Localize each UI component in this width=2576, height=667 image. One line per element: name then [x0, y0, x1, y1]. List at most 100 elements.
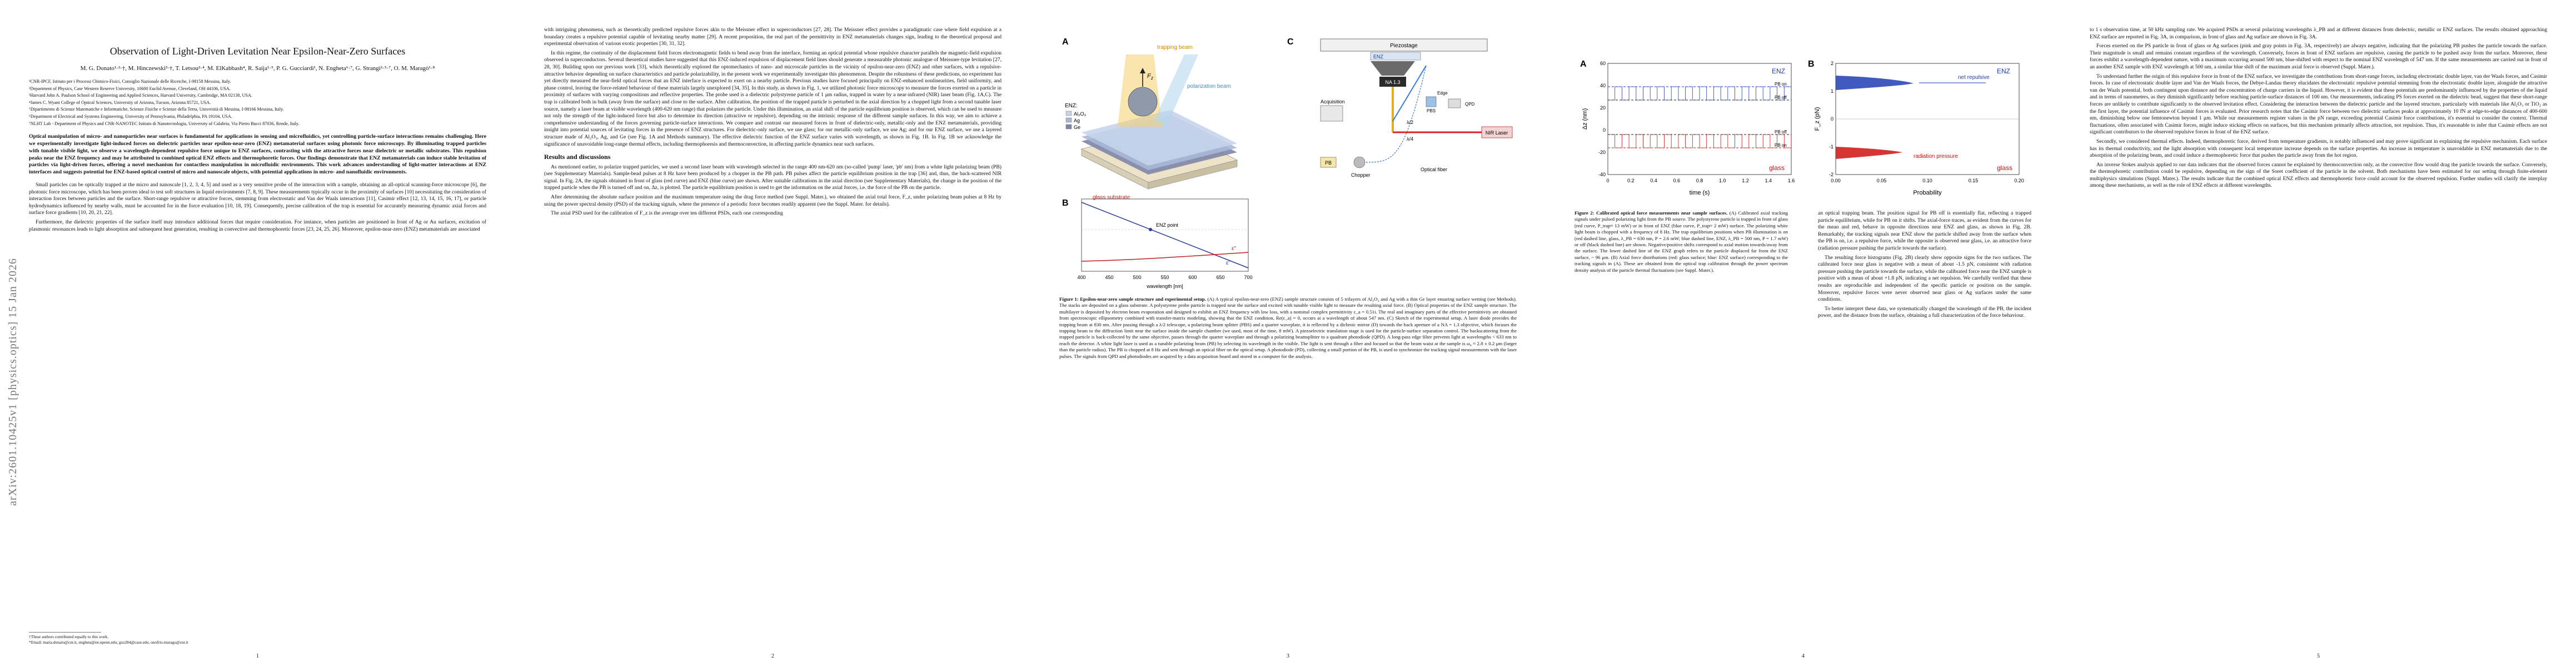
- page-number: 3: [1287, 653, 1289, 659]
- fig2b-xtick-label: 0.20: [2014, 178, 2024, 183]
- figure-2-caption-title: Figure 2: Calibrated optical force measu…: [1575, 210, 1728, 216]
- fig1b-xtick-label: 650: [1216, 275, 1224, 280]
- figure-2-caption: Figure 2: Calibrated optical force measu…: [1575, 210, 1788, 273]
- qpd-label: QPD: [1465, 102, 1475, 107]
- affiliation-item: ²Department of Physics, Case Western Res…: [29, 86, 231, 91]
- affiliation-item: ¹CNR-IPCF, Istituto per i Processi Chimi…: [29, 79, 231, 84]
- objective-na-label: NA 1.3: [1385, 79, 1400, 85]
- legend-swatch-ag: [1065, 117, 1072, 123]
- pb-off-label-enz: PB off: [1775, 95, 1787, 100]
- fig2b-xlabel: Probability: [1913, 190, 1942, 196]
- fig2a-ytick-label: -20: [1598, 150, 1606, 155]
- affiliation-item: ⁶Department of Electrical and Systems En…: [29, 113, 232, 119]
- eps-imag-label: ε'': [1232, 246, 1236, 252]
- glass-substrate-label: glass substrate: [1093, 195, 1130, 201]
- fig2a-ytick-label: 40: [1600, 83, 1606, 88]
- fig2b-ylabel: F_z (pN): [1814, 107, 1821, 131]
- fig2a-xtick-label: 1.4: [1765, 178, 1772, 183]
- page-4: A ENZ glass PB on PB off PB off PB on 60…: [1546, 0, 2061, 667]
- net-repulsive-label: net repulsive: [1958, 74, 1990, 81]
- qpd-block: [1448, 98, 1461, 108]
- pb-on-label-enz: PB on: [1775, 82, 1787, 87]
- page-number: 2: [771, 653, 774, 659]
- affiliation-item: ⁷NLHT Lab - Department of Physics and CN…: [29, 121, 300, 126]
- enz-label: ENZ:: [1065, 103, 1078, 109]
- fig1b-xtick-label: 700: [1244, 275, 1252, 280]
- pb-on-label-glass: PB on: [1775, 143, 1787, 148]
- enz-hist-label: ENZ: [1997, 67, 2010, 75]
- radiation-pressure-label: radiation pressure: [1914, 153, 1958, 160]
- figure-1: A F z trapping beam polarization beam gl…: [1062, 37, 1513, 289]
- lambda-quarter-label: λ/4: [1407, 136, 1413, 142]
- fig2b-ytick-label: 1: [1831, 88, 1833, 94]
- legend-swatch-al2o3: [1065, 111, 1072, 116]
- fig2a-xtick-label: 0.6: [1673, 178, 1681, 183]
- glass-tracking-trace: [1608, 134, 1792, 148]
- enz-sample-label: ENZ: [1373, 54, 1384, 59]
- computer-icon: [1320, 105, 1343, 122]
- glass-hist-label: glass: [1997, 164, 2012, 172]
- acquisition-label: Acquisition: [1321, 99, 1345, 104]
- fig2b-yticks: 210-1-2: [1829, 61, 1833, 177]
- intro-paragraph-1: Small particles can be optically trapped…: [29, 181, 486, 216]
- fig2a-xtick-label: 0.2: [1627, 178, 1635, 183]
- fig1-panel-a: F z trapping beam polarization beam glas…: [1065, 44, 1238, 201]
- fig2-panel-b: net repulsive radiation pressure ENZ gla…: [1814, 61, 2024, 196]
- pb-label: PB: [1325, 160, 1332, 166]
- page-5: to 1 s observation time, at 50 kHz sampl…: [2061, 0, 2576, 667]
- page-2: with intriguing phenomena, such as theor…: [515, 0, 1030, 667]
- legend-swatch-ge: [1065, 124, 1072, 130]
- fig1b-xtick-label: 400: [1077, 275, 1085, 280]
- author-list: M. G. Donato¹·²·†, M. Hinczewski³·†, T. …: [80, 65, 435, 72]
- fig1b-xtick-label: 450: [1105, 275, 1113, 280]
- glass-force-histogram: [1836, 147, 1902, 159]
- eps-real-curve: [1081, 202, 1249, 268]
- results-paragraph-2: After determining the absolute surface p…: [544, 194, 1001, 207]
- page4-paragraph-2: The resulting force histograms (Fig. 2B)…: [1818, 254, 2031, 303]
- footnotes: †These authors contributed equally to th…: [29, 632, 188, 645]
- objective-block: [1379, 77, 1406, 87]
- page-number: 5: [2317, 653, 2320, 659]
- page5-paragraph-2: Forces exerted on the PS particle in fro…: [2090, 43, 2547, 70]
- figure-1-caption-title: Figure 1: Epsilon-near-zero sample struc…: [1059, 296, 1206, 302]
- enz-tracking-trace: [1608, 86, 1792, 101]
- fig1b-xtick-label: 550: [1160, 275, 1169, 280]
- fig2-label-a: A: [1580, 59, 1587, 69]
- page4-right-column: an optical trapping beam. The position s…: [1818, 210, 2031, 322]
- arxiv-id: arXiv:2601.10425v1 [physics.optics] 15 J…: [7, 258, 19, 506]
- affiliations: ¹CNR-IPCF, Istituto per i Processi Chimi…: [29, 79, 486, 127]
- nir-laser-block: [1481, 126, 1513, 138]
- legend-al2o3: Al₂O₃: [1074, 111, 1086, 117]
- fig2a-xtick-label: 0: [1606, 178, 1609, 183]
- fig1-label-c: C: [1287, 37, 1294, 47]
- abstract: Optical manipulation of micro- and nanop…: [29, 133, 486, 176]
- eps-imag-curve: [1081, 252, 1249, 262]
- fig2a-xtick-label: 1.2: [1742, 178, 1749, 183]
- page5-paragraph-3: To understand further the origin of this…: [2090, 73, 2547, 136]
- fig2a-xlabel: time (s): [1690, 190, 1710, 196]
- fig2a-ytick-label: 20: [1600, 105, 1606, 111]
- pb-off-label-glass: PB off: [1775, 130, 1787, 135]
- eps-real-label: ε': [1226, 260, 1229, 266]
- affiliation-item: ⁵Dipartimento di Scienze Matematiche e I…: [29, 107, 284, 112]
- body-paragraph-enz-regime: In this regime, the continuity of the di…: [544, 49, 1001, 147]
- fig2b-xtick-label: 0.00: [1831, 178, 1841, 183]
- page4-paragraph-3: To better interpret these data, we syste…: [1818, 305, 2031, 319]
- fig2b-ytick-label: -2: [1829, 172, 1833, 177]
- piezostage-block: [1320, 38, 1488, 52]
- optical-fiber-label: Optical fiber: [1421, 167, 1447, 172]
- fz-symbol: F: [1147, 73, 1152, 79]
- chopper-icon: [1353, 156, 1366, 168]
- arxiv-stamp: arXiv:2601.10425v1 [physics.optics] 15 J…: [7, 139, 22, 506]
- figure-1-caption-body: (A) A typical epsilon-near-zero (ENZ) sa…: [1059, 296, 1517, 359]
- page-number: 1: [256, 653, 259, 659]
- fig2b-xtick-label: 0.05: [1877, 178, 1887, 183]
- enz-series-label: ENZ: [1772, 67, 1785, 75]
- enz-force-histogram: [1836, 76, 1914, 90]
- svg-text:z: z: [1150, 76, 1153, 81]
- fig1-label-b: B: [1062, 198, 1069, 208]
- fig1b-xtick-label: 500: [1133, 275, 1141, 280]
